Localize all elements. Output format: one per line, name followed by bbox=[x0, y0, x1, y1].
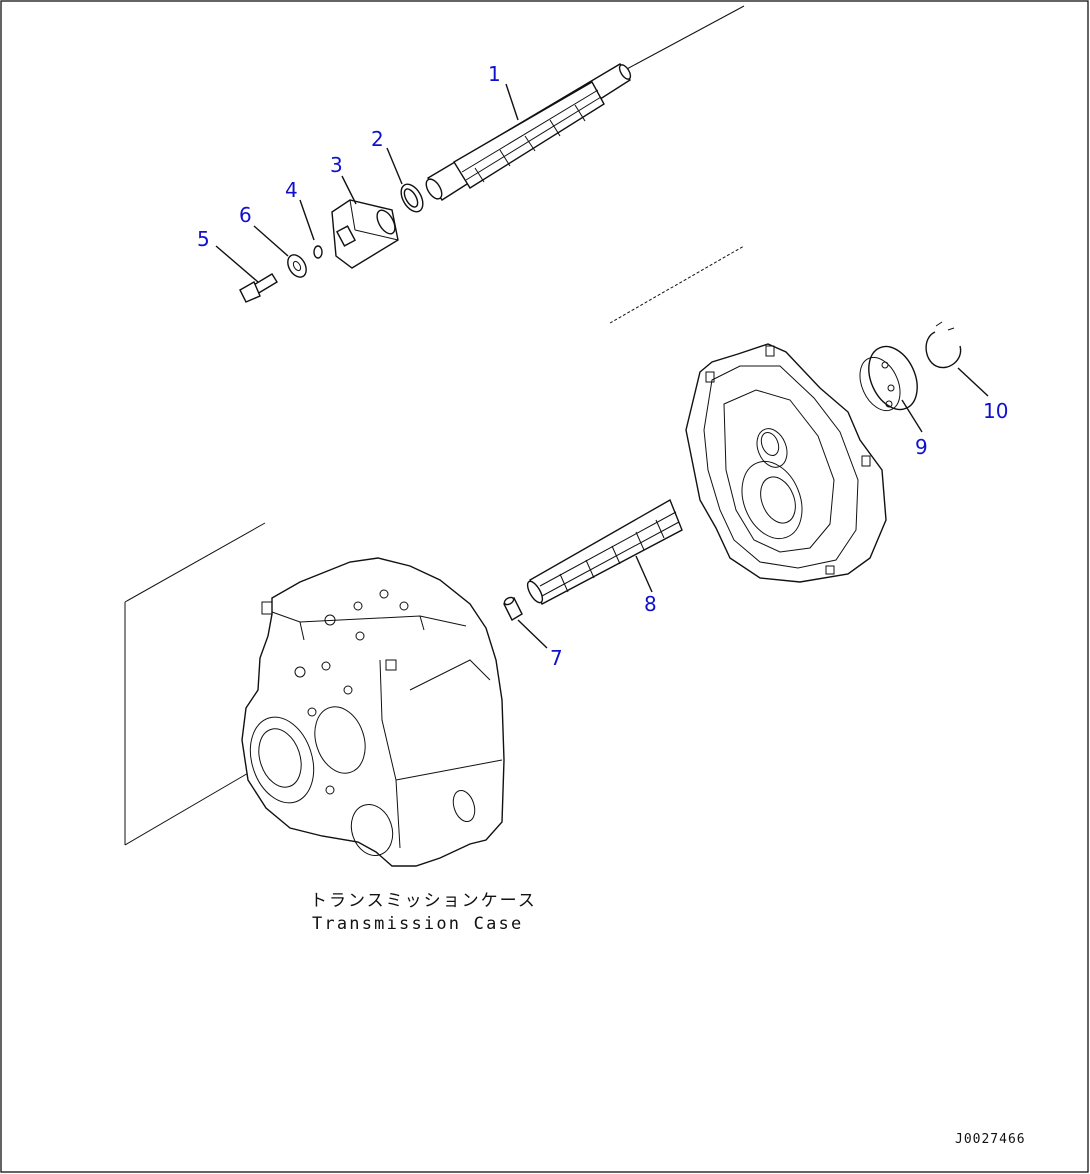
callout-6: 6 bbox=[239, 203, 252, 227]
coupling-part-3 bbox=[331, 199, 399, 269]
callout-10: 10 bbox=[983, 399, 1008, 423]
caption-english: Transmission Case bbox=[312, 914, 523, 934]
cover-housing bbox=[685, 343, 887, 583]
bolt-part-5 bbox=[239, 273, 278, 303]
callout-2: 2 bbox=[371, 127, 384, 151]
shaft-part-1 bbox=[425, 63, 632, 201]
callout-4: 4 bbox=[285, 178, 298, 202]
callout-3: 3 bbox=[330, 153, 343, 177]
shaft-part-8 bbox=[526, 498, 683, 605]
o-ring-part-4 bbox=[313, 245, 323, 259]
callout-1: 1 bbox=[488, 62, 501, 86]
bushing-part-7 bbox=[503, 596, 523, 621]
ring-part-2 bbox=[400, 183, 424, 213]
callout-9: 9 bbox=[915, 435, 928, 459]
callout-8: 8 bbox=[644, 592, 657, 616]
callout-labels: 1 2 3 4 5 6 7 8 9 10 bbox=[197, 62, 1008, 670]
washer-part-6 bbox=[287, 254, 307, 278]
snap-ring-part-10 bbox=[925, 321, 962, 369]
drawing-code: J0027466 bbox=[955, 1132, 1026, 1147]
leader-lines bbox=[215, 83, 989, 649]
bearing-part-9 bbox=[859, 345, 918, 412]
caption-japanese: トランスミッションケース bbox=[310, 891, 537, 911]
axis-lines bbox=[124, 5, 745, 846]
callout-5: 5 bbox=[197, 227, 210, 251]
callout-7: 7 bbox=[550, 646, 563, 670]
transmission-case bbox=[241, 557, 505, 867]
